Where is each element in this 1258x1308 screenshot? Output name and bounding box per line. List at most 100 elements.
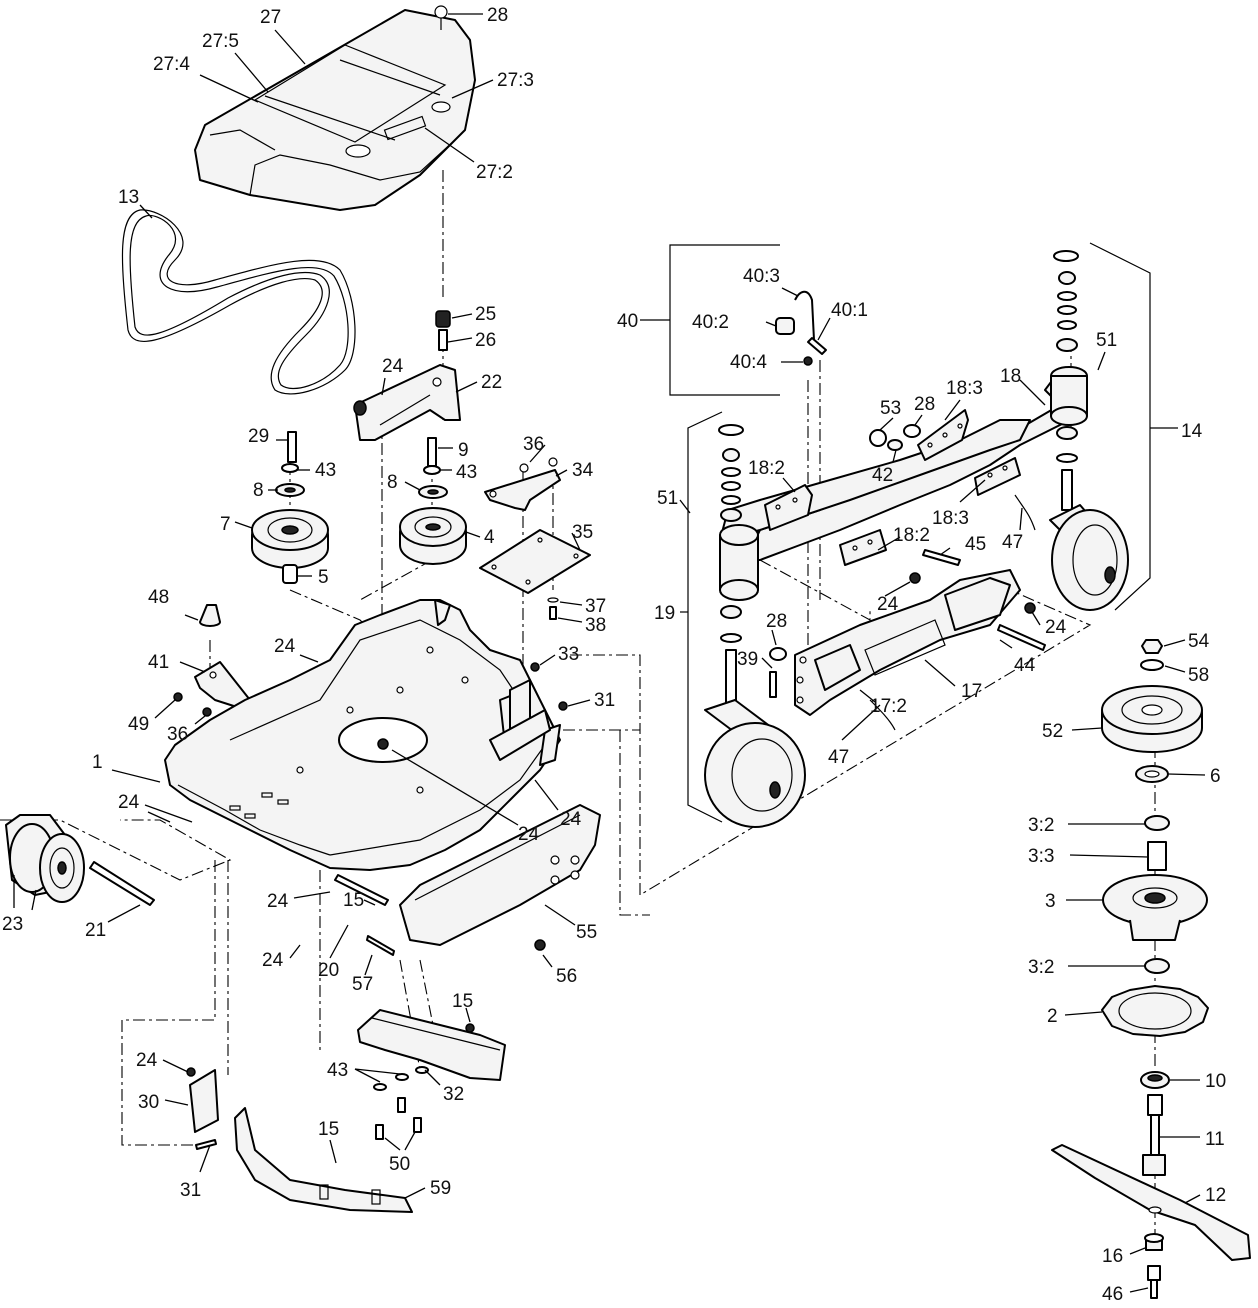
callout-43: 43 [315, 460, 336, 481]
bracket-18-2 [764, 484, 887, 566]
callout-18-3: 18:3 [946, 378, 983, 399]
callout-11: 11 [1205, 1129, 1225, 1150]
knob-48 [199, 604, 221, 627]
callout-5: 5 [318, 567, 329, 588]
callout-33: 33 [558, 644, 579, 665]
baffle-32 [357, 1009, 506, 1081]
caster-wheel-left [704, 649, 806, 828]
callout-37: 37 [585, 596, 606, 617]
callout-49: 49 [128, 714, 149, 735]
callout-41: 41 [148, 652, 169, 673]
callout-3-3: 3:3 [1028, 846, 1054, 867]
bracket-33 [489, 662, 568, 761]
callout-17-2: 17:2 [870, 696, 907, 717]
callout-24: 24 [1045, 617, 1067, 638]
callout-40-1: 40:1 [831, 300, 868, 321]
spindle-shaft-11 [1142, 1094, 1166, 1176]
callout-18-2: 18:2 [893, 525, 930, 546]
spacer-6 [1135, 765, 1169, 783]
callout-32: 32 [443, 1084, 464, 1105]
callout-48: 48 [148, 587, 169, 608]
bolts-50 [373, 1066, 429, 1140]
bracket-30 [186, 1067, 219, 1150]
callout-40-2: 40:2 [692, 312, 729, 333]
callout-51: 51 [657, 488, 678, 509]
baffle-59 [234, 1107, 413, 1213]
alignment-lines [0, 170, 1156, 1240]
leader-lines [13, 13, 1206, 1293]
callout-24: 24 [274, 636, 296, 657]
callout-46: 46 [1102, 1284, 1123, 1305]
callout-labels: 28 27 27:5 27:4 27:3 27:2 13 25 26 24 22… [2, 5, 1226, 1305]
callout-3-2: 3:2 [1028, 957, 1054, 978]
rod-20 [334, 874, 395, 956]
front-skirt-55 [399, 804, 601, 951]
callout-43: 43 [327, 1060, 348, 1081]
callout-50: 50 [389, 1154, 410, 1175]
blade-12 [1051, 1144, 1251, 1261]
bearing-stack-right [1053, 250, 1079, 463]
callout-10: 10 [1205, 1071, 1226, 1092]
anti-scalp-roller-23 [5, 814, 85, 903]
callout-30: 30 [138, 1092, 159, 1113]
callout-2: 2 [1047, 1006, 1058, 1027]
bracket-34 [484, 457, 561, 511]
caster-arm-18 [719, 366, 1088, 601]
callout-27-5: 27:5 [202, 31, 239, 52]
callout-24: 24 [267, 891, 289, 912]
bracket-18-3 [917, 409, 1021, 496]
pin-39 [769, 647, 787, 698]
idler-arm-22 [353, 364, 461, 441]
callout-22: 22 [481, 372, 502, 393]
callout-24: 24 [877, 594, 899, 615]
callout-27-3: 27:3 [497, 70, 534, 91]
callout-54: 54 [1188, 631, 1210, 652]
callout-40-4: 40:4 [730, 352, 767, 373]
bolt-46 [1144, 1233, 1164, 1299]
callout-15: 15 [343, 890, 364, 911]
callout-15: 15 [318, 1119, 339, 1140]
plate-35 [479, 529, 591, 620]
callout-40-3: 40:3 [743, 266, 780, 287]
callout-43: 43 [456, 462, 477, 483]
callout-28: 28 [766, 611, 787, 632]
callout-34: 34 [572, 460, 594, 481]
spindle-housing-3 [1102, 815, 1208, 974]
callout-24: 24 [118, 792, 140, 813]
gasket-2 [1101, 985, 1209, 1037]
callout-40: 40 [617, 311, 638, 332]
callout-8: 8 [387, 472, 398, 493]
idler-spring-25 [435, 310, 451, 351]
axle-21 [89, 861, 155, 906]
callout-15: 15 [452, 991, 473, 1012]
callout-24: 24 [136, 1050, 158, 1071]
deck-cover-27 [194, 9, 476, 211]
callout-23: 23 [2, 914, 23, 935]
callout-57: 57 [352, 974, 373, 995]
callout-59: 59 [430, 1178, 451, 1199]
callout-24: 24 [560, 809, 582, 830]
callout-12: 12 [1205, 1185, 1226, 1206]
callout-18-2: 18:2 [748, 458, 785, 479]
callout-58: 58 [1188, 665, 1209, 686]
bearing-stack-left [718, 424, 744, 643]
callout-27-2: 27:2 [476, 162, 513, 183]
callout-31: 31 [594, 690, 615, 711]
callout-42: 42 [872, 465, 893, 486]
callout-25: 25 [475, 304, 496, 325]
callout-39: 39 [737, 649, 758, 670]
callout-36: 36 [167, 724, 188, 745]
callout-28: 28 [487, 5, 508, 26]
callout-28: 28 [914, 394, 935, 415]
callout-29: 29 [248, 426, 269, 447]
callout-16: 16 [1102, 1246, 1123, 1267]
callout-56: 56 [556, 966, 577, 987]
callout-45: 45 [965, 534, 986, 555]
callout-24: 24 [262, 950, 284, 971]
caster-mount-17 [794, 494, 1046, 731]
fastener-53 [869, 424, 921, 451]
callout-18-3: 18:3 [932, 508, 969, 529]
callout-8: 8 [253, 480, 264, 501]
drive-belt-13 [121, 209, 356, 395]
